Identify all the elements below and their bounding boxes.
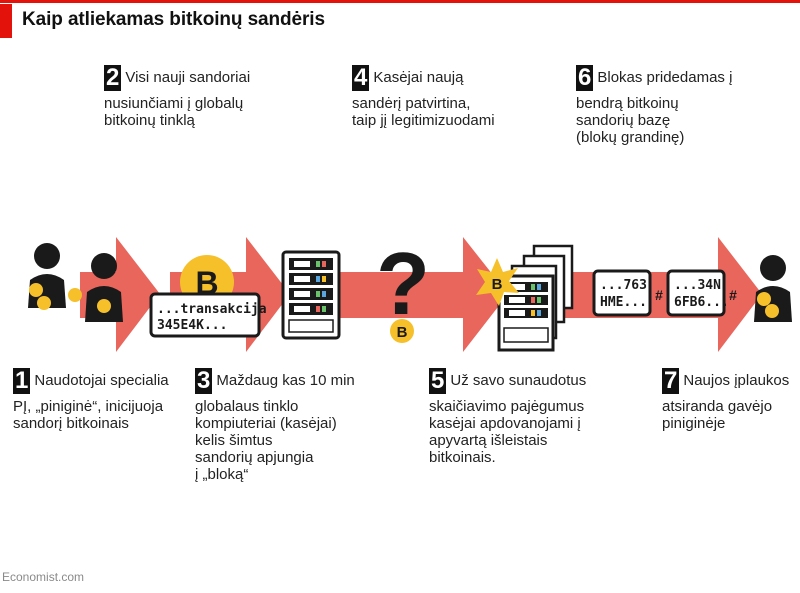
step-6-line: (blokų grandinę) [576, 129, 685, 146]
step-5-line: Už savo sunaudotus [450, 372, 587, 389]
title-accent-tab [0, 4, 12, 38]
arrow-segment-3 [300, 237, 508, 352]
step-3-line: kompiuteriai (kasėjai) [195, 415, 337, 432]
sent-coin-icon [68, 288, 82, 302]
svg-text:6FB6...: 6FB6... [674, 295, 729, 310]
source-footer: Economist.com [2, 570, 85, 584]
blockchain-block-1: ...763 HME... [592, 269, 652, 317]
step-3-line: sandorių apjungia [195, 449, 314, 466]
step-7-line: atsiranda gavėjo [662, 398, 773, 415]
step-6-line: Blokas pridedamas į [597, 69, 733, 86]
step-7-number: 7 [662, 367, 680, 394]
step-1-number: 1 [13, 367, 31, 394]
server-stack-icon [497, 244, 574, 352]
step-1-line: Naudotojai specialia [34, 372, 169, 389]
step-5-line: skaičiavimo pajėgumus [429, 398, 585, 415]
step-6-line: bendrą bitkoinų [576, 95, 679, 112]
step-4-line: Kasėjai naują [373, 69, 464, 86]
server-icon [281, 250, 341, 340]
svg-text:#: # [729, 287, 737, 303]
step-2-line: nusiunčiami į globalų [104, 95, 244, 112]
step-7-line: Naujos įplaukos [683, 372, 790, 389]
step-2-line: Visi nauji sandoriai [125, 69, 251, 86]
step-3-line: į „bloką“ [195, 466, 249, 483]
svg-text:?: ? [376, 234, 430, 333]
reward-star-icon: B [476, 258, 519, 306]
svg-text:B: B [492, 276, 503, 293]
blockchain-block-2: ...34N 6FB6... [666, 269, 729, 317]
step-6-number: 6 [576, 64, 594, 91]
step-3-line: kelis šimtus [195, 432, 273, 449]
svg-text:...763: ...763 [600, 278, 647, 293]
svg-text:B: B [195, 265, 218, 301]
step-5-line: kasėjai apdovanojami į [429, 415, 581, 432]
svg-text:HME...: HME... [600, 295, 647, 310]
step-2-number: 2 [104, 64, 122, 91]
hash-link-1: # [655, 287, 663, 303]
question-mark-icon: ? [376, 234, 430, 333]
step-1-line: PĮ, „piniginė“, inicijuoja [13, 398, 164, 415]
step-3-line: globalaus tinklo [195, 398, 299, 415]
top-rule [0, 0, 800, 3]
step-5-line: bitkoinais. [429, 449, 496, 466]
question-coin-icon: B [390, 319, 414, 343]
svg-text:...34N: ...34N [674, 278, 721, 293]
step-4-line: sandėrį patvirtina, [352, 95, 471, 112]
page-title: Kaip atliekamas bitkoinų sandėris [22, 9, 325, 30]
svg-text:#: # [655, 287, 663, 303]
transaction-box: ...transakcija 345E4K... [149, 292, 267, 338]
transaction-line-2: 345E4K... [157, 318, 227, 333]
step-6-line: sandorių bazę [576, 112, 671, 129]
step-3-number: 3 [195, 367, 213, 394]
step-2-line: bitkoinų tinklą [104, 112, 195, 129]
step-4-line: taip jį legitimizuodami [352, 112, 495, 129]
step-1-line: sandorį bitkoinais [13, 415, 129, 432]
transaction-line-1: ...transakcija [157, 302, 267, 317]
step-5-line: apyvartą išleistais [429, 432, 548, 449]
step-5-number: 5 [429, 367, 447, 394]
sender-users-icon [28, 243, 123, 322]
step-7-line: piniginėje [662, 415, 726, 432]
hash-link-2: # [729, 287, 737, 303]
step-4-number: 4 [352, 64, 370, 91]
svg-text:B: B [397, 324, 408, 341]
recipient-user-icon [754, 255, 792, 322]
step-3-line: Maždaug kas 10 min [216, 372, 355, 389]
